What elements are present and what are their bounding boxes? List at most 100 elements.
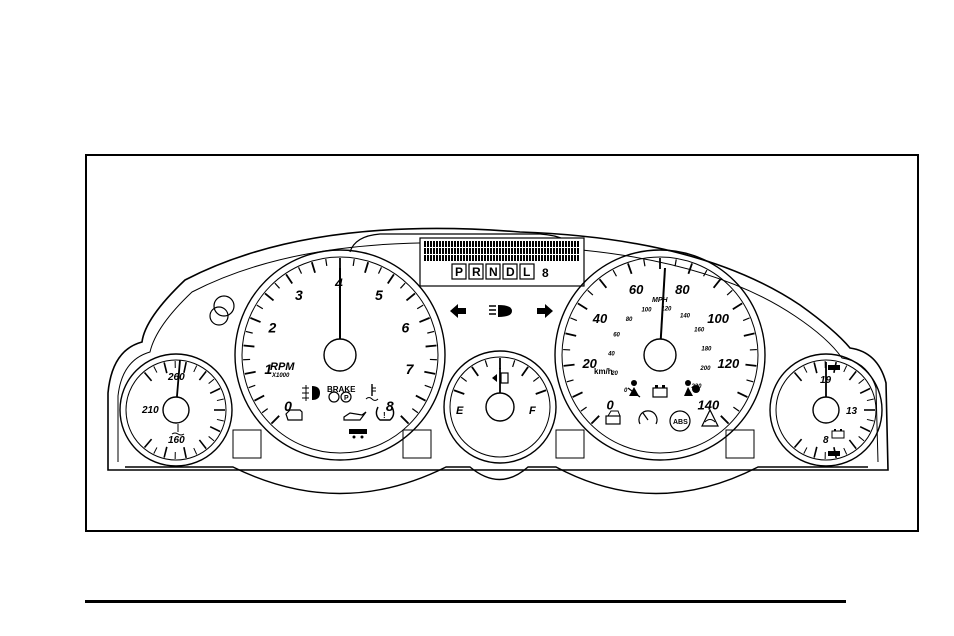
prndl-letter: P <box>455 265 463 279</box>
prndl-box <box>468 263 484 280</box>
tach-tick <box>310 261 316 273</box>
lcd-segment <box>463 248 465 254</box>
speedo-tick <box>687 263 693 275</box>
temp-tick <box>153 366 158 373</box>
tach-tick <box>416 304 424 310</box>
volt-tick <box>859 387 871 395</box>
prndl-letter: N <box>489 265 498 279</box>
lcd-segment <box>499 241 501 247</box>
lcd-segment <box>436 248 438 254</box>
volt-tick <box>858 378 865 384</box>
tach-tick <box>424 384 432 389</box>
kmh-unit: km/h <box>594 367 613 376</box>
lcd-segment <box>499 248 501 254</box>
lcd-segment <box>466 255 468 261</box>
lcd-segment <box>439 248 441 254</box>
fuel-tick <box>471 366 479 377</box>
lcd-segment <box>439 255 441 261</box>
lcd-segment <box>562 255 564 261</box>
lcd-segment <box>490 241 492 247</box>
tach-tick <box>415 394 426 402</box>
speedo-mph-numeral: 60 <box>629 282 644 297</box>
lcd-segment <box>559 248 561 254</box>
svg-text:!: ! <box>383 411 386 420</box>
lcd-segment <box>568 255 570 261</box>
tach-numeral: 5 <box>375 287 383 303</box>
temp-tick <box>193 365 198 373</box>
lcd-segment <box>550 248 552 254</box>
tach-tick <box>411 408 419 414</box>
lcd-segment <box>574 255 576 261</box>
lcd-segment <box>544 241 546 247</box>
lcd-segment <box>565 248 567 254</box>
tach-tick <box>377 267 383 274</box>
trip-reset-knob[interactable] <box>209 295 235 326</box>
volt-tick <box>793 438 803 449</box>
footer-rule <box>85 600 846 603</box>
speedo-kmh-numeral: 180 <box>701 346 712 352</box>
lcd-segment <box>439 241 441 247</box>
lcd-segment <box>505 241 507 247</box>
lcd-segment <box>436 255 438 261</box>
volt-label-mid: 13 <box>846 406 858 417</box>
speedo-tick <box>733 406 740 412</box>
temp-tick <box>193 447 198 455</box>
lcd-segment <box>493 241 495 247</box>
temp-tick <box>208 378 215 384</box>
tach-numeral: 7 <box>406 361 415 377</box>
lcd-segment <box>556 255 558 261</box>
speedo-tick <box>674 259 677 267</box>
temp-tick <box>216 418 224 422</box>
temp-tick <box>216 398 224 402</box>
lcd-segment <box>544 255 546 261</box>
fuel-pump-icon <box>492 372 509 384</box>
volt-tick <box>848 370 857 381</box>
lcd-segment <box>517 241 519 247</box>
prndl-box <box>519 263 535 280</box>
lcd-segment <box>445 241 447 247</box>
tach-tick <box>244 370 256 375</box>
lcd-segment <box>487 248 489 254</box>
lcd-segment <box>502 248 504 254</box>
lcd-segment <box>478 255 480 261</box>
lcd-segment <box>484 248 486 254</box>
lcd-segment <box>511 241 513 247</box>
tach-tick <box>400 415 410 425</box>
prndl-letter: D <box>506 265 515 279</box>
lcd-segment <box>511 255 513 261</box>
lcd-segment <box>538 255 540 261</box>
lcd-segment <box>502 255 504 261</box>
speedo-kmh-numeral: 20 <box>610 371 618 377</box>
speedo-mph-numeral: 80 <box>675 282 690 297</box>
lcd-segment <box>430 248 432 254</box>
lcd-segment <box>442 248 444 254</box>
brake-indicator: BRAKE <box>327 385 356 394</box>
lcd-segment <box>463 241 465 247</box>
lcd-segment <box>472 255 474 261</box>
speedo-mph-numeral: 100 <box>707 311 729 326</box>
speedo-tick <box>742 317 750 322</box>
lcd-segment <box>568 248 570 254</box>
speedo-tick <box>737 391 748 398</box>
cruise-icon <box>638 410 658 425</box>
volt-label-low: 8 <box>823 435 829 446</box>
rpm-label: RPM <box>270 361 295 373</box>
volt-tick <box>866 418 874 422</box>
lcd-segment <box>427 241 429 247</box>
lcd-segment <box>547 248 549 254</box>
speedo-tick <box>565 332 577 337</box>
fuel-tick <box>460 376 468 382</box>
lcd-segment <box>568 241 570 247</box>
lcd-segment <box>481 248 483 254</box>
lcd-segment <box>574 248 576 254</box>
fuel-full-label: F <box>529 405 536 417</box>
airbag-icon <box>684 380 700 396</box>
lcd-segment <box>460 255 462 261</box>
lcd-segment <box>547 255 549 261</box>
lcd-segment <box>562 248 564 254</box>
lcd-segment <box>499 255 501 261</box>
lcd-segment <box>571 241 573 247</box>
lcd-segment <box>481 255 483 261</box>
tach-tick <box>419 317 430 323</box>
